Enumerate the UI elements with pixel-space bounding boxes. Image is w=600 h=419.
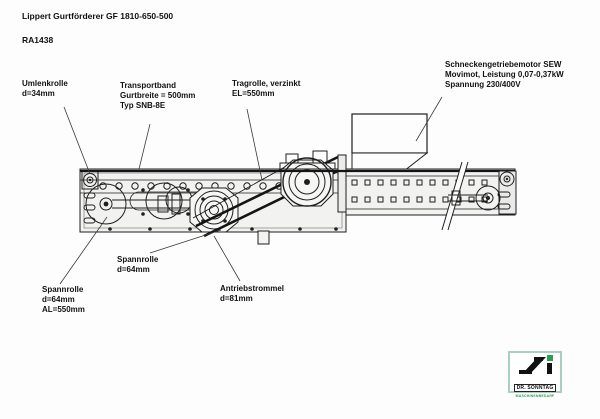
leader-antriebstrommel — [213, 235, 241, 282]
logo-name: DR. SONNTAG — [513, 384, 557, 392]
document-number: RA1438 — [22, 35, 54, 45]
label-umlenkrolle: Umlenkrolle d=34mm — [22, 79, 68, 98]
right-end-assembly — [448, 170, 517, 215]
leader-transportband — [138, 123, 151, 170]
antriebstrommel-drum — [189, 187, 239, 233]
leader-lines — [59, 96, 443, 285]
label-spannrolle-links: Spannrolle d=64mm AL=550mm — [42, 285, 85, 314]
spannrolle-left-roller — [85, 183, 190, 225]
si-monogram-icon — [519, 355, 553, 374]
label-transportband: Transportband Gurtbreite = 500mm Typ SNB… — [120, 81, 196, 110]
label-spannrolle-mitte: Spannrolle d=64mm — [117, 255, 159, 274]
frame-bolts — [108, 227, 338, 231]
label-tragrolle: Tragrolle, verzinkt EL=550mm — [232, 79, 301, 98]
leader-umlenkrolle — [63, 106, 91, 175]
logo-subtitle: MASCHINENBEDARF — [515, 394, 555, 398]
motor-box — [351, 113, 429, 172]
green-square-icon — [547, 355, 553, 361]
label-antriebstrommel: Antriebstrommel d=81mm — [220, 284, 285, 303]
leader-motor — [415, 96, 443, 142]
leader-spannrolle-mitte — [149, 229, 222, 254]
leader-spannrolle-links — [59, 216, 108, 285]
support-foot — [257, 230, 270, 245]
frame-right-section — [345, 168, 516, 216]
label-motor: Schneckengetriebemotor SEW Movimot, Leis… — [445, 60, 564, 89]
page-title: Lippert Gurtförderer GF 1810-650-500 — [22, 11, 174, 21]
leader-tragrolle — [246, 108, 263, 181]
dr-sonntag-logo: DR. SONNTAG MASCHINENBEDARF — [508, 351, 562, 398]
